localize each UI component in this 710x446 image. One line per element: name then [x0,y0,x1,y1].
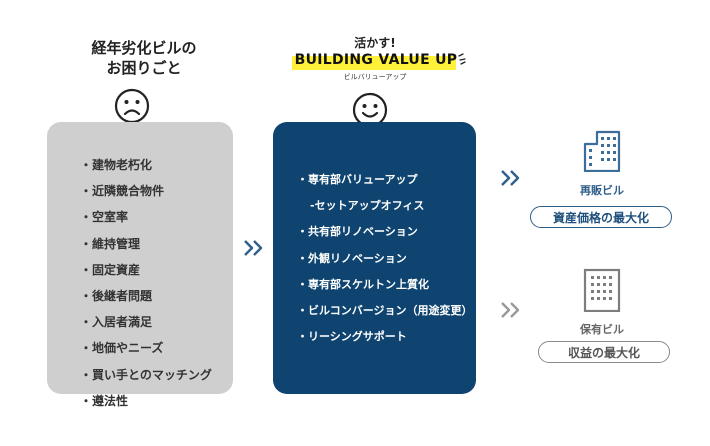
resale-building-label: 再販ビル [580,184,624,197]
headline-highlight [292,56,456,70]
list-item: ・共有部リノベーション [297,225,418,239]
list-item: ・リーシングサポート [297,330,407,344]
list-item: ・ビルコンバージョン（用途変更） [297,303,473,317]
list-item: ・専有部スケルトン上質化 [297,277,429,291]
list-item: ・外観リノベーション [297,251,407,265]
headline-kana: ビルバリューアップ [343,73,407,81]
sparkle-icon [458,53,466,65]
asset-value-max-pill: 資産価格の最大化 [530,206,672,228]
list-item: ・建物老朽化 [80,158,153,172]
list-item: ・専有部バリューアップ [297,173,418,186]
list-item: ・近隣競合物件 [80,184,165,199]
building-icon [583,268,621,312]
list-item: -セットアップオフィス [310,199,425,213]
problems-title: 経年劣化ビルの お困りごと [60,38,228,78]
list-item: ・地価やニーズ [80,341,164,356]
held-building-label: 保有ビル [580,323,624,336]
list-item: ・入居者満足 [80,315,153,330]
double-chevron-right-icon [501,170,520,186]
building-icon [583,130,621,172]
problems-panel [47,122,233,394]
solution-subtitle: 活かす! [354,36,396,50]
list-item: ・固定資産 [80,262,141,277]
list-item: ・空室率 [80,210,129,225]
problems-title-line1: 経年劣化ビルの [91,39,197,57]
solutions-list: ・専有部バリューアップ -セットアップオフィス ・共有部リノベーション ・外観リ… [297,170,473,353]
list-item: ・維持管理 [80,236,141,251]
building-value-up-headline: BUILDING VALUE UP [294,52,458,68]
list-item: ・買い手とのマッチング [80,367,212,382]
problems-list: ・建物老朽化 ・近隣競合物件 ・空室率 ・維持管理 ・固定資産 ・後継者問題 ・… [80,155,212,417]
double-chevron-right-icon [244,240,263,256]
sad-face-icon [114,88,150,124]
solutions-panel [273,122,476,394]
smile-face-icon [352,92,388,128]
list-item: ・後継者問題 [80,288,153,303]
double-chevron-right-icon [501,302,520,318]
revenue-max-pill: 収益の最大化 [538,341,670,363]
list-item: ・遵法性 [80,393,129,408]
problems-title-line2: お困りごと [106,59,182,77]
